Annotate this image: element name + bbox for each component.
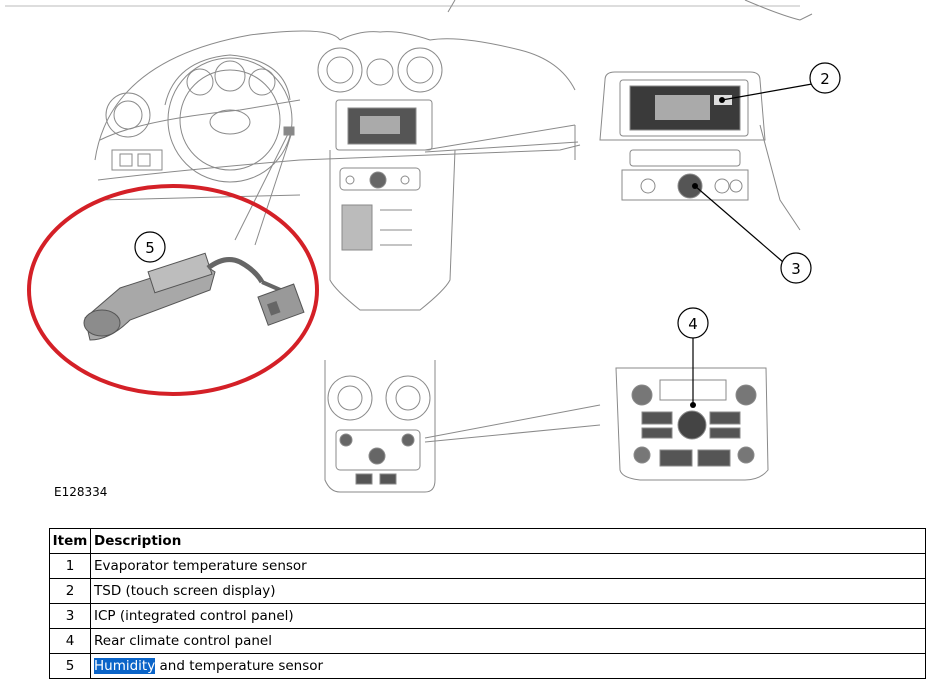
row-item: 3 [49,603,91,629]
callout-3 [780,252,812,284]
humidity-sensor-drawing [83,252,305,341]
callout-5 [134,231,166,263]
row-item: 1 [49,553,91,579]
row-description: Rear climate control panel [90,628,926,654]
row-description: TSD (touch screen display) [90,578,926,604]
table-row: 4 Rear climate control panel [49,628,926,654]
selected-text[interactable]: Humidity [94,658,156,674]
row-description: ICP (integrated control panel) [90,603,926,629]
header-description: Description [90,528,926,554]
callout-2 [809,62,841,94]
callout-5-label: 5 [145,239,155,257]
items-table: Item Description 1 Evaporator temperatur… [49,528,926,679]
table-row: 2 TSD (touch screen display) [49,578,926,604]
table-row: 3 ICP (integrated control panel) [49,603,926,629]
row-description-rest: and temperature sensor [155,658,324,674]
table-row: 5 Humidity and temperature sensor [49,653,926,679]
header-item: Item [49,528,91,554]
row-item: 5 [49,653,91,679]
row-description: Humidity and temperature sensor [90,653,926,679]
callout-4 [677,307,709,339]
row-description: Evaporator temperature sensor [90,553,926,579]
dashboard-illustration: 2 3 4 5 [5,0,841,493]
table-row: 1 Evaporator temperature sensor [49,553,926,579]
row-item: 4 [49,628,91,654]
figure-id: E128334 [54,485,108,499]
highlight-ring [27,184,319,396]
table-header-row: Item Description [49,528,926,554]
callout-2-label: 2 [820,70,830,88]
row-item: 2 [49,578,91,604]
callout-4-label: 4 [688,315,698,333]
callout-3-label: 3 [791,260,801,278]
